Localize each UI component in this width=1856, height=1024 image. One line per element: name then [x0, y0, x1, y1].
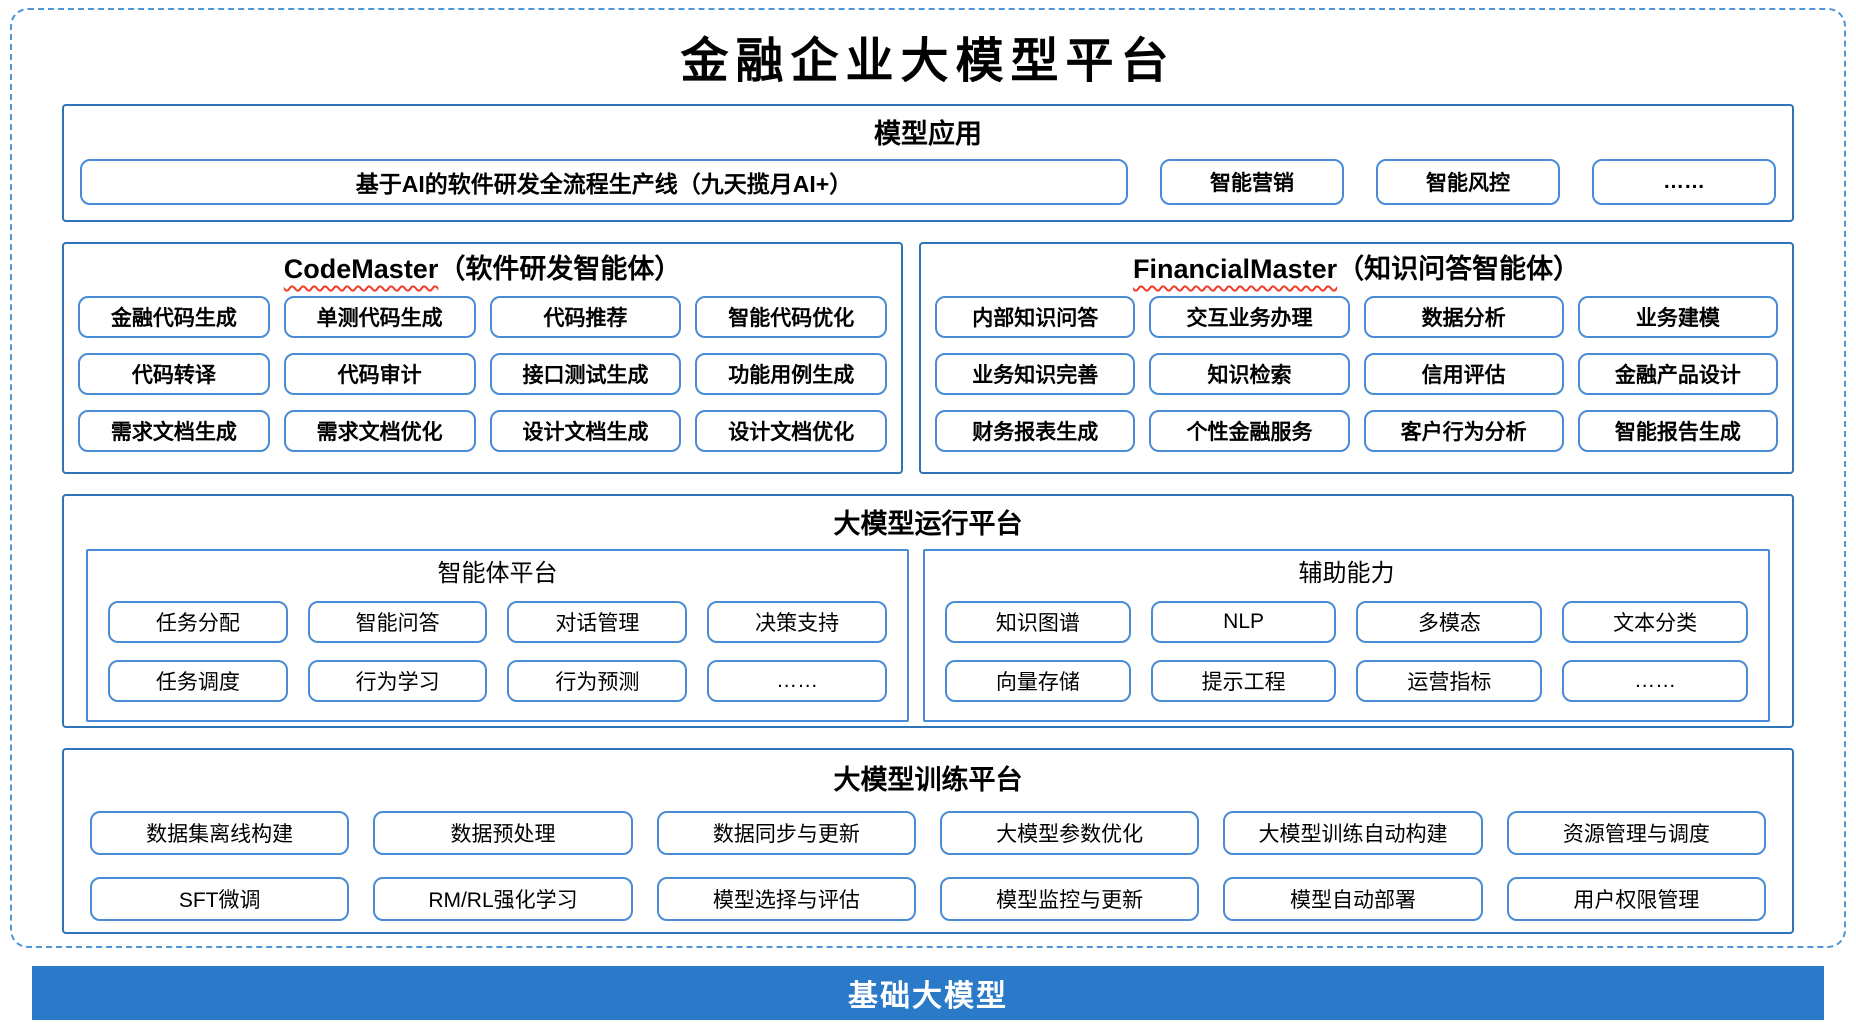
- capability-box: 信用评估: [1363, 353, 1564, 395]
- codemaster-title-en: CodeMaster: [283, 254, 439, 284]
- section-training-platform: 大模型训练平台 数据集离线构建数据预处理数据同步与更新大模型参数优化大模型训练自…: [62, 748, 1794, 934]
- section-financialmaster: FinancialMaster（知识问答智能体） 内部知识问答交互业务办理数据分…: [919, 242, 1794, 474]
- capability-box: 模型自动部署: [1223, 877, 1483, 921]
- capability-box: 个性金融服务: [1149, 410, 1350, 452]
- section-runtime-platform: 大模型运行平台 智能体平台 任务分配智能问答对话管理决策支持任务调度行为学习行为…: [62, 494, 1794, 728]
- capability-box: 大模型参数优化: [940, 811, 1200, 855]
- capability-box: 金融代码生成: [78, 296, 270, 338]
- aux-ability-panel: 辅助能力 知识图谱 NLP 多模态文本分类向量存储提示工程运营指标 ……: [922, 549, 1770, 722]
- capability-box: 需求文档生成: [78, 410, 270, 452]
- financialmaster-header: FinancialMaster（知识问答智能体）: [935, 248, 1778, 290]
- capability-box: SFT微调: [90, 877, 350, 921]
- capability-box: 数据预处理: [373, 811, 633, 855]
- capability-box: 功能用例生成: [695, 353, 888, 395]
- agents-row: CodeMaster（软件研发智能体） 金融代码生成单测代码生成代码推荐智能代码…: [62, 242, 1794, 474]
- capability-box: 需求文档优化: [283, 410, 476, 452]
- financialmaster-grid: 内部知识问答交互业务办理数据分析业务建模业务知识完善知识检索信用评估金融产品设计…: [935, 296, 1778, 452]
- capability-box: 设计文档优化: [695, 410, 888, 452]
- capability-box: 数据同步与更新: [656, 811, 916, 855]
- capability-box: 接口测试生成: [489, 353, 682, 395]
- capability-box: 数据分析: [1363, 296, 1564, 338]
- capability-box: 业务知识完善: [935, 353, 1136, 395]
- capability-box: 内部知识问答: [935, 296, 1136, 338]
- model-application-row: 基于AI的软件研发全流程生产线（九天揽月AI+） 智能营销 智能风控 ……: [80, 159, 1776, 205]
- capability-box: 文本分类: [1562, 601, 1748, 643]
- capability-box: 金融产品设计: [1577, 353, 1778, 395]
- capability-box: 财务报表生成: [935, 410, 1136, 452]
- section-codemaster: CodeMaster（软件研发智能体） 金融代码生成单测代码生成代码推荐智能代码…: [62, 242, 904, 474]
- capability-box: 用户权限管理: [1506, 877, 1766, 921]
- codemaster-grid: 金融代码生成单测代码生成代码推荐智能代码优化代码转译代码审计接口测试生成功能用例…: [78, 296, 888, 452]
- capability-box: ……: [1592, 159, 1776, 205]
- capability-box: 知识检索: [1149, 353, 1350, 395]
- foundation-model-bar: 基础大模型: [32, 966, 1824, 1020]
- capability-box: 代码审计: [283, 353, 476, 395]
- capability-box: 智能营销: [1160, 159, 1344, 205]
- training-platform-header: 大模型训练平台: [833, 765, 1023, 795]
- capability-box: 交互业务办理: [1149, 296, 1350, 338]
- capability-box: 任务分配: [108, 601, 288, 643]
- capability-box: NLP: [1150, 601, 1337, 643]
- capability-box: 向量存储: [944, 660, 1131, 702]
- section-model-application: 模型应用 基于AI的软件研发全流程生产线（九天揽月AI+） 智能营销 智能风控 …: [62, 104, 1794, 222]
- capability-box: 资源管理与调度: [1506, 811, 1766, 855]
- capability-box: 任务调度: [108, 660, 288, 702]
- capability-box: 智能报告生成: [1577, 410, 1778, 452]
- capability-box: ……: [707, 660, 887, 702]
- capability-box: 智能问答: [307, 601, 488, 643]
- capability-box: 对话管理: [507, 601, 688, 643]
- page-title: 金融企业大模型平台: [680, 33, 1176, 89]
- agent-platform-grid: 任务分配智能问答对话管理决策支持任务调度行为学习行为预测 ……: [108, 601, 887, 702]
- capability-box: 业务建模: [1577, 296, 1778, 338]
- capability-box: 行为学习: [307, 660, 488, 702]
- capability-box: 单测代码生成: [283, 296, 476, 338]
- runtime-platform-header: 大模型运行平台: [833, 509, 1023, 539]
- capability-box: RM/RL强化学习: [373, 877, 633, 921]
- model-application-header: 模型应用: [874, 119, 982, 149]
- capability-box: 客户行为分析: [1363, 410, 1564, 452]
- agent-platform-header: 智能体平台: [437, 560, 558, 587]
- capability-box: 智能风控: [1376, 159, 1560, 205]
- capability-box: 数据集离线构建: [90, 811, 350, 855]
- capability-box: 决策支持: [707, 601, 887, 643]
- capability-box: 大模型训练自动构建: [1223, 811, 1483, 855]
- capability-box: 智能代码优化: [695, 296, 888, 338]
- agent-platform-panel: 智能体平台 任务分配智能问答对话管理决策支持任务调度行为学习行为预测 ……: [86, 549, 909, 722]
- capability-box: 知识图谱: [944, 601, 1131, 643]
- platform-outer-frame: 金融企业大模型平台 模型应用 基于AI的软件研发全流程生产线（九天揽月AI+） …: [10, 8, 1846, 948]
- runtime-inner-row: 智能体平台 任务分配智能问答对话管理决策支持任务调度行为学习行为预测 …… 辅助能…: [86, 549, 1770, 722]
- capability-box: 运营指标: [1356, 660, 1543, 702]
- financialmaster-title-zh: （知识问答智能体）: [1337, 254, 1581, 284]
- pipeline-box: 基于AI的软件研发全流程生产线（九天揽月AI+）: [80, 159, 1128, 205]
- codemaster-title-zh: （软件研发智能体）: [438, 254, 682, 284]
- capability-box: 设计文档生成: [489, 410, 682, 452]
- training-grid: 数据集离线构建数据预处理数据同步与更新大模型参数优化大模型训练自动构建资源管理与…: [90, 811, 1766, 921]
- capability-box: 提示工程: [1150, 660, 1337, 702]
- capability-box: 代码转译: [78, 353, 270, 395]
- capability-box: 模型监控与更新: [940, 877, 1200, 921]
- capability-box: ……: [1562, 660, 1748, 702]
- capability-box: 行为预测: [507, 660, 688, 702]
- financialmaster-title-en: FinancialMaster: [1133, 254, 1338, 284]
- aux-ability-header: 辅助能力: [1298, 560, 1395, 587]
- codemaster-header: CodeMaster（软件研发智能体）: [78, 248, 887, 290]
- capability-box: 代码推荐: [489, 296, 682, 338]
- capability-box: 模型选择与评估: [656, 877, 916, 921]
- capability-box: 多模态: [1356, 601, 1543, 643]
- aux-ability-grid: 知识图谱 NLP 多模态文本分类向量存储提示工程运营指标 ……: [944, 601, 1748, 702]
